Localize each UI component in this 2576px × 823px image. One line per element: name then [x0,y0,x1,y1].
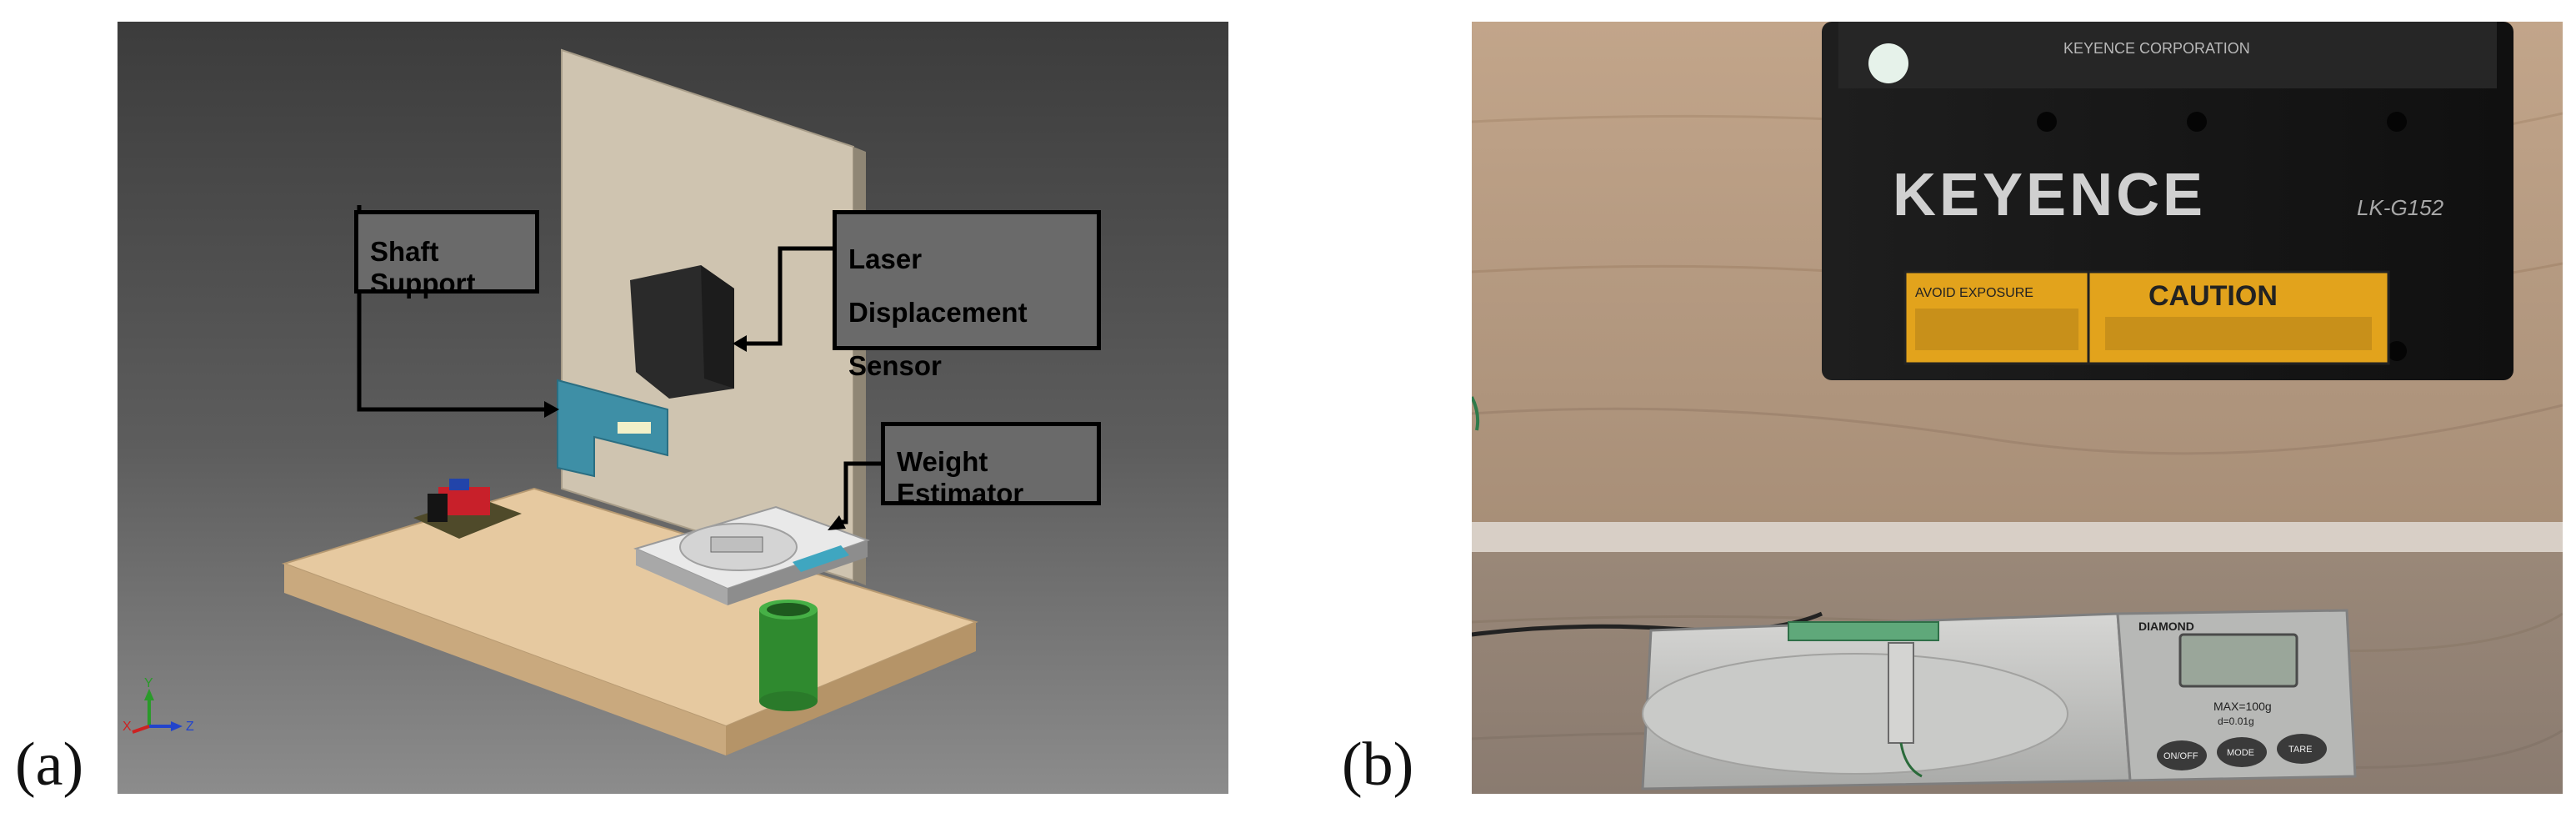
caution-text-lines [2105,317,2372,350]
sensor-top-plate [1838,22,2497,88]
scale-load-cell [710,536,763,553]
arrow-head-laser [733,335,747,352]
laser-sensor-text-line1: Laser Displacement [848,243,1028,328]
laser-sensor-text-line2: Sensor [848,350,942,381]
scale-front [636,549,728,605]
arrow-laser [738,246,836,346]
shaft-support [557,379,668,478]
scale-lcd [2178,633,2298,688]
sensor-model-text: LK-G152 [2357,195,2444,220]
weight-estimator-label: Weight Estimator [881,422,1101,509]
motor-black [428,494,448,522]
sensor-screw-2 [2187,112,2207,132]
scale-button-mode [2217,737,2267,767]
scale-button-tare-label: TARE [2288,745,2313,755]
scale-button-tare [2277,734,2327,764]
laser-exposure-text: AVOID EXPOSURE [1915,286,2033,300]
sensor-led [1868,43,1908,83]
wood-shelf-edge [1472,522,2563,552]
wood-grain-3 [1472,404,2563,455]
load-cell-wires [1899,742,1923,778]
axis-y-head [144,689,154,700]
panel-a-letter: (a) [15,730,84,799]
sensor-screw-3 [2387,112,2407,132]
axis-y-label: Y [144,676,153,690]
panel-b-letter: (b) [1342,730,1414,799]
scale-resolution-text: d=0.01g [2218,715,2254,727]
shaft-support-label: Shaft Support [354,210,539,299]
shaft-support-slot [618,422,651,434]
laser-sensor-face [701,265,734,389]
scale-button-onoff-label: ON/OFF [2163,751,2198,761]
axis-x-line [132,725,150,734]
arrow-head-shaft [544,401,559,418]
base-plate-front-left [284,564,726,755]
sensor-brand-text: KEYENCE [1893,162,2206,228]
cylinder-inner [767,603,810,616]
scale-brand-text: DIAMOND [2138,620,2194,633]
scale-display [793,545,849,572]
scale-button-mode-label: MODE [2227,748,2254,758]
laser-sensor-label: Laser Displacement Sensor [833,210,1101,381]
cylinder-bottom [759,691,818,711]
cable-green [1472,396,1480,431]
axis-z-head [171,721,183,731]
weight-estimator-text: Weight Estimator [897,446,1024,509]
sensor-screw-5 [2387,341,2407,361]
scale-button-onoff [2157,740,2207,770]
sensor-screw-1 [2037,112,2057,132]
motor-base [413,497,522,539]
axis-x-label: X [123,720,132,734]
cylinder-body [759,610,818,701]
exposure-text-lines [1915,309,2078,350]
cad-render-panel: Y X Z Shaft Support Laser Displacement S… [118,22,1228,794]
sensor-plate-text: KEYENCE CORPORATION [2063,40,2250,57]
photo-scene: KEYENCE CORPORATION KEYENCE LK-G152 AVOI… [1472,22,2563,794]
axis-z-label: Z [186,720,194,734]
cad-scene: Y X Z [123,48,978,755]
scale-pan [1642,653,2068,775]
arrow-head-weight [828,515,846,530]
load-cell-mount [1788,621,1939,641]
photo-panel: KEYENCE CORPORATION KEYENCE LK-G152 AVOI… [1472,22,2563,794]
caution-text: CAUTION [2148,280,2278,312]
shaft-support-text: Shaft Support [370,236,476,299]
base-plate-front-right [726,622,976,755]
load-cell [1888,642,1914,744]
scale-capacity-text: MAX=100g [2213,700,2272,713]
motor-blue [449,479,469,490]
